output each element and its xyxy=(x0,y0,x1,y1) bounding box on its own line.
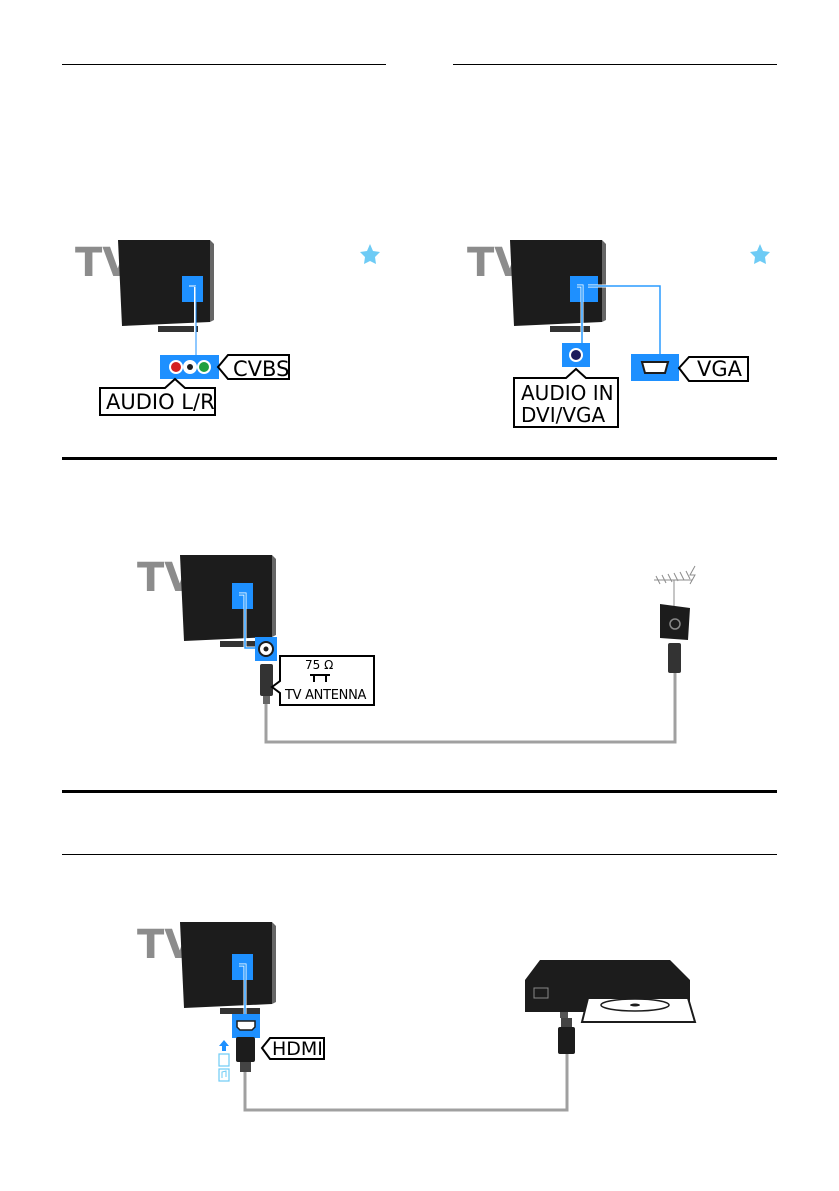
vga-callout xyxy=(677,356,749,382)
audio-in-callout xyxy=(513,367,619,428)
tv-port-panel xyxy=(232,583,253,609)
device-icon xyxy=(218,1053,230,1067)
audio-in-label-1: AUDIO IN xyxy=(521,381,614,405)
antenna-text-label: TV ANTENNA xyxy=(284,688,366,703)
hdmi-callout xyxy=(260,1037,325,1060)
star-icon xyxy=(360,244,380,264)
antenna-diagram: TV 75 Ω TV ANTENNA xyxy=(137,555,696,744)
audio-left-jack xyxy=(169,360,183,374)
hdmi-plug-player-tip xyxy=(561,1018,572,1027)
audio-in-label-2: DVI/VGA xyxy=(521,403,606,427)
vga-label: VGA xyxy=(697,357,743,381)
antenna-ohm-label: 75 Ω xyxy=(305,658,333,672)
hdmi-cable xyxy=(243,1054,569,1112)
hdmi-label: HDMI xyxy=(272,1038,323,1060)
section-divider-antenna xyxy=(62,457,777,460)
audio-lr-callout xyxy=(99,377,216,416)
section-divider-hdmi xyxy=(62,790,777,793)
hdmi-diagram: TV HDMI xyxy=(137,922,697,1112)
vga-diagram: TV VGA AUDIO IN DVI/VGA xyxy=(467,240,770,428)
tv-icon xyxy=(180,555,276,647)
tv-port-panel xyxy=(232,954,253,980)
coax-plug-wall xyxy=(668,643,681,673)
antenna-icon xyxy=(654,565,696,606)
cvbs-callout xyxy=(216,354,290,380)
wall-socket xyxy=(660,604,690,640)
arrow-up-icon xyxy=(219,1040,229,1051)
hdmi-plug-player xyxy=(558,1027,575,1054)
audio-lr-label: AUDIO L/R xyxy=(106,390,215,414)
section-divider-hdmi-sub xyxy=(62,854,777,855)
section-divider-top-left xyxy=(62,64,386,65)
tv-port-panel xyxy=(570,276,598,302)
cvbs-label: CVBS xyxy=(233,357,289,381)
tv-port-panel xyxy=(182,276,203,302)
tv-icon xyxy=(180,922,276,1014)
coax-plug-tv xyxy=(260,664,273,696)
music-note-icon xyxy=(218,1068,230,1082)
antenna-callout xyxy=(270,655,375,706)
cvbs-diagram: TV CVBS AUDIO L/R xyxy=(75,240,380,416)
section-divider-top-right xyxy=(453,64,777,65)
disc-player-icon xyxy=(525,960,697,1023)
antenna-cable xyxy=(264,673,677,744)
cvbs-jack xyxy=(197,360,211,374)
star-icon xyxy=(750,244,770,264)
hdmi-plug-tv xyxy=(236,1037,255,1062)
